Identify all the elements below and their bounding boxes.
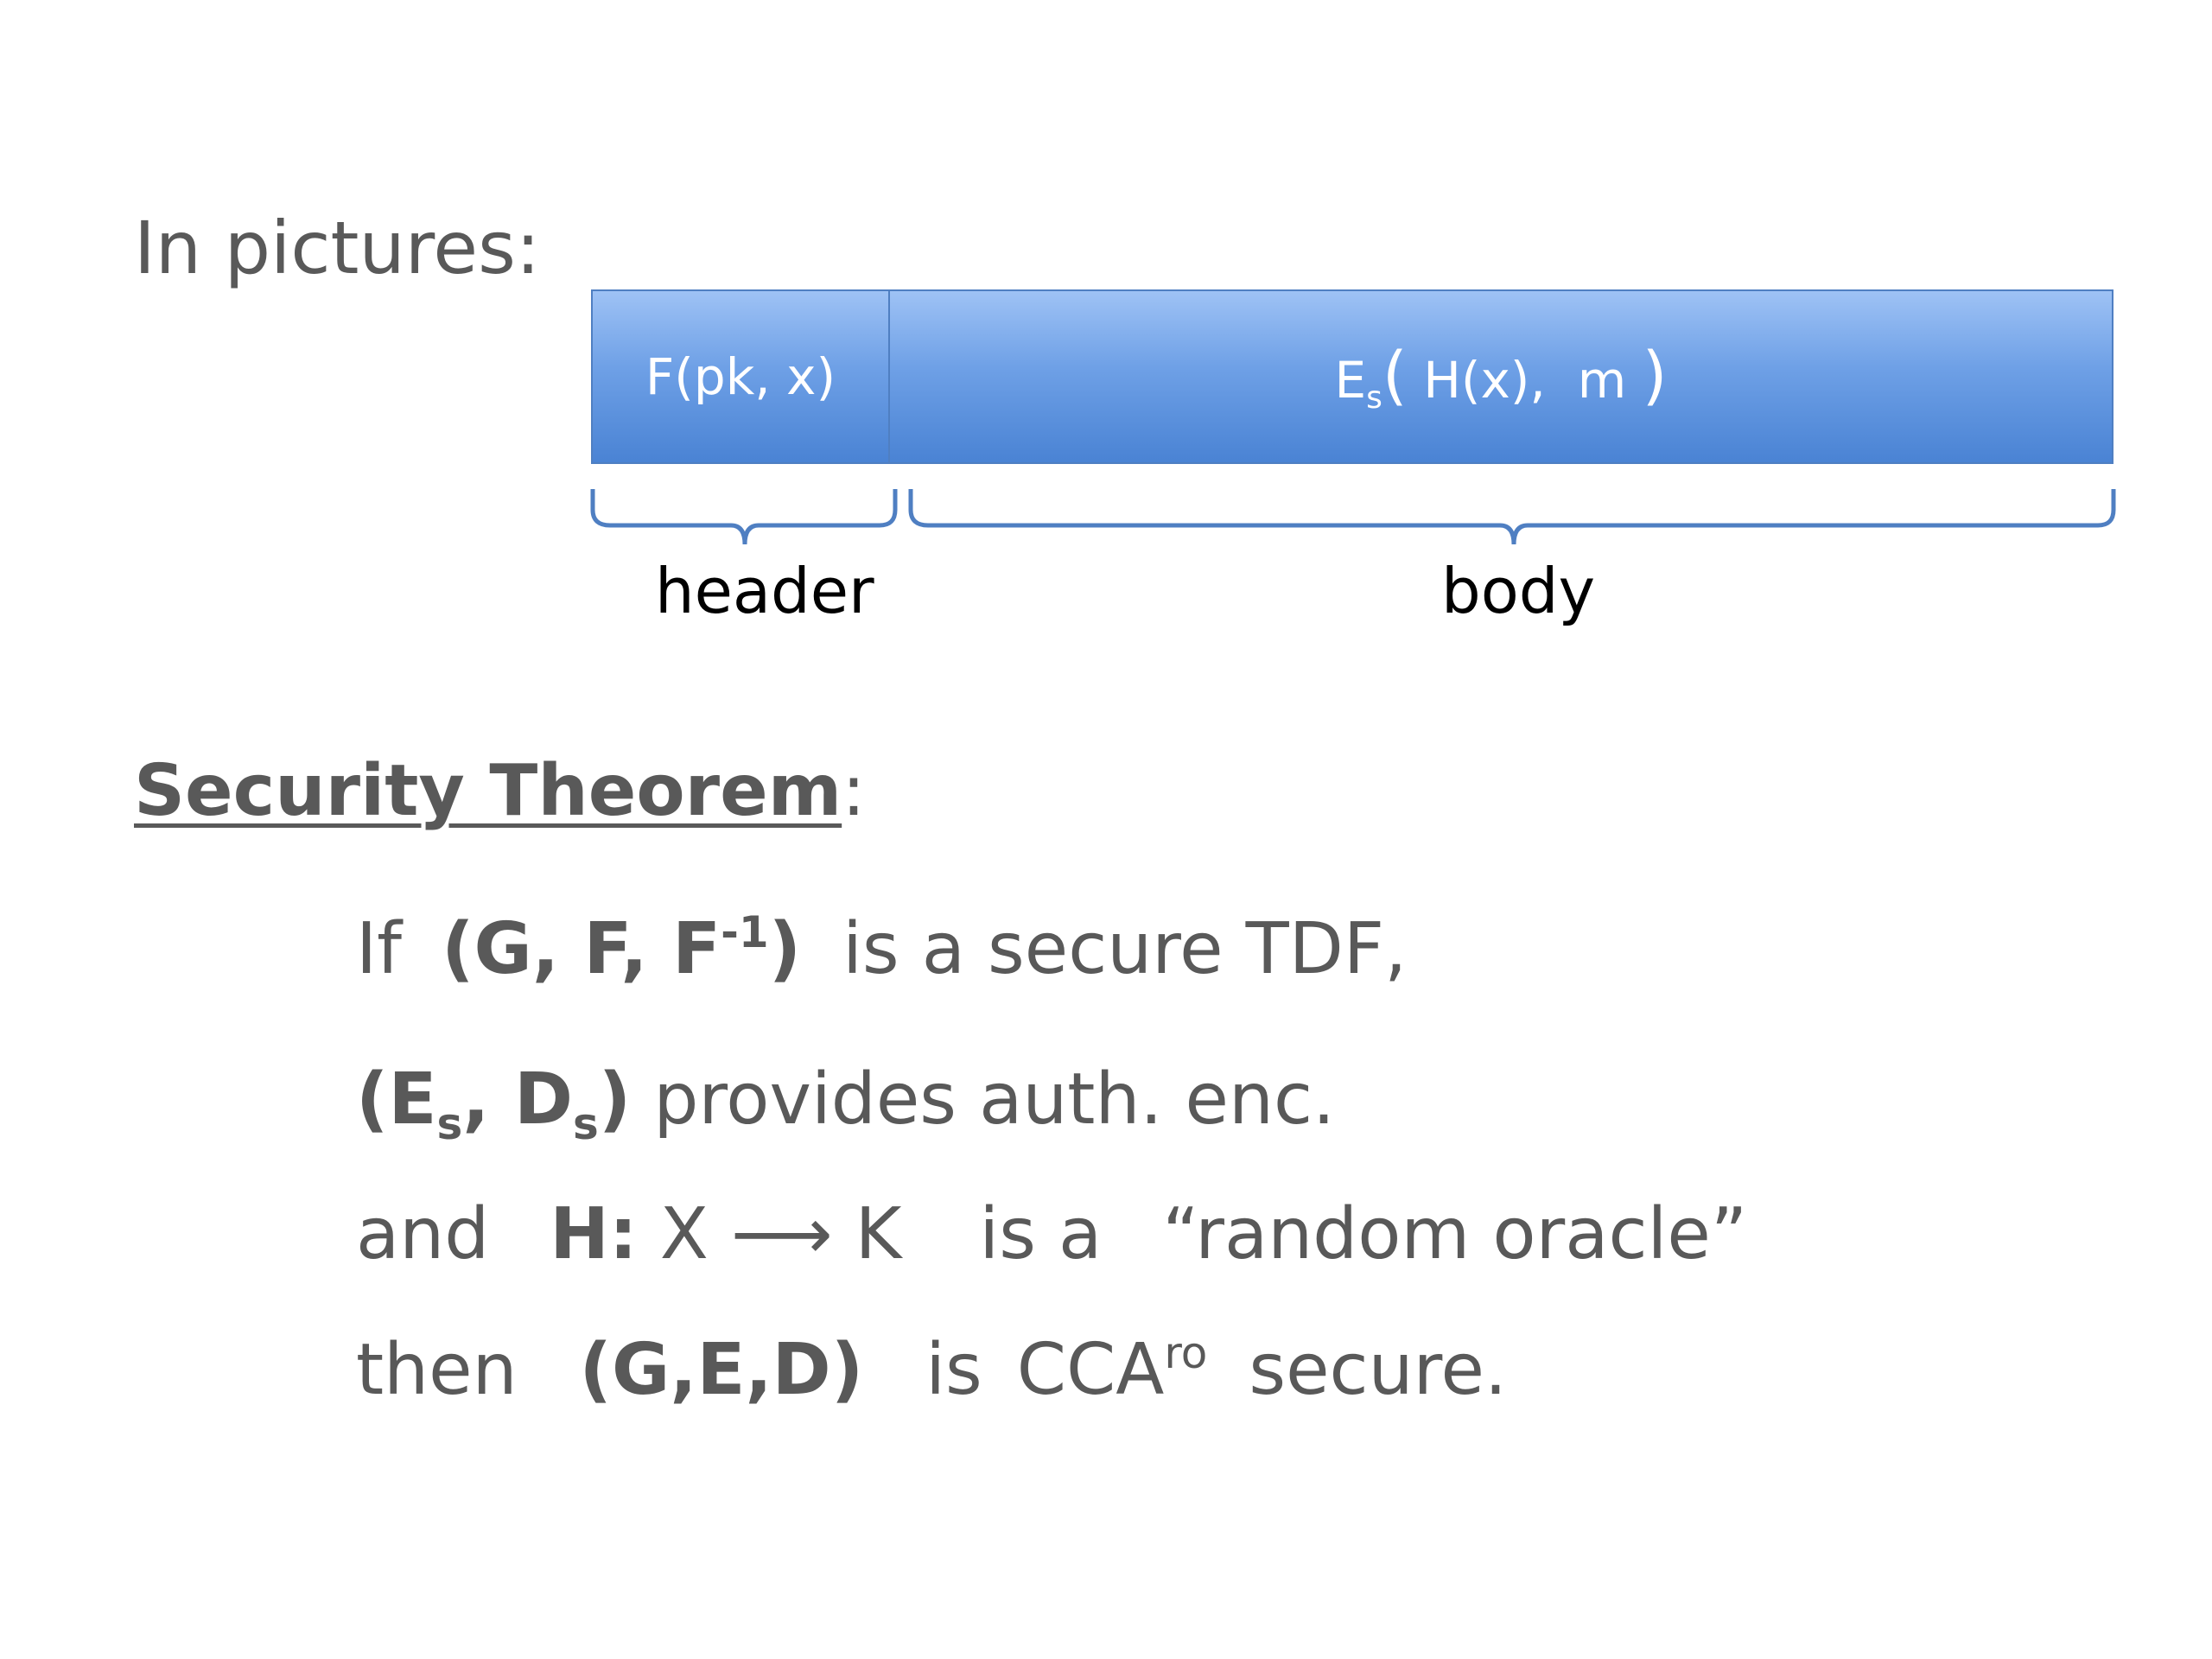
intro-text: In pictures: bbox=[134, 206, 541, 290]
body-box-text: Es( H(x), m ) bbox=[1334, 338, 1668, 416]
header-brace bbox=[590, 489, 898, 545]
header-box-text: F(pk, x) bbox=[645, 347, 836, 406]
theorem-line-1: If(G, F, F-1)is a secure TDF, bbox=[356, 907, 1408, 990]
header-box: F(pk, x) bbox=[591, 289, 890, 464]
security-title: Security Theorem bbox=[134, 750, 842, 832]
body-label: body bbox=[1441, 555, 1596, 627]
header-label: header bbox=[655, 555, 874, 627]
security-heading: Security Theorem: bbox=[134, 750, 866, 832]
theorem-line-2: (Es, Ds) provides auth. enc. bbox=[356, 1058, 1336, 1149]
body-brace bbox=[908, 489, 2116, 545]
brace-diagram bbox=[590, 489, 2116, 545]
body-box: Es( H(x), m ) bbox=[888, 289, 2113, 464]
